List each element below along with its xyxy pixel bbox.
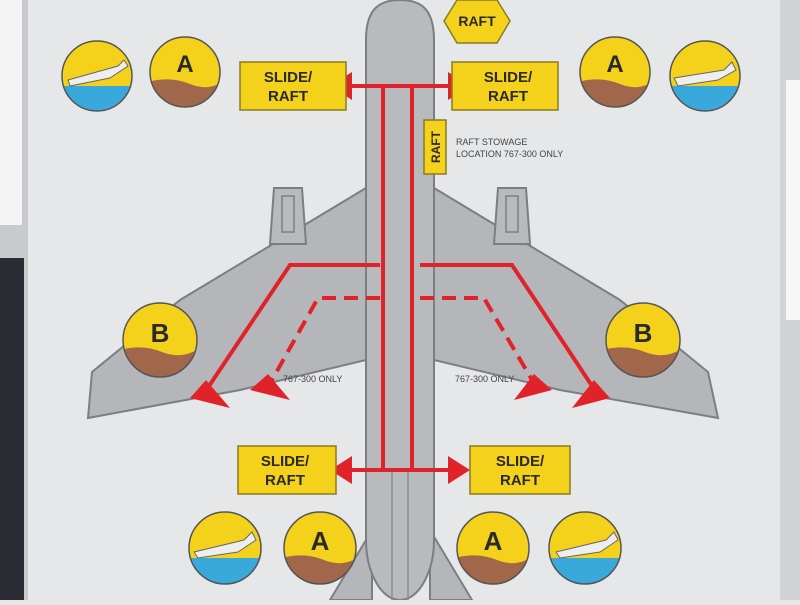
left-overwing-route [201,263,380,397]
badge-a-letter: A [311,526,330,556]
slide-label: SLIDE/ [496,453,545,470]
raft-stowage-box-label: RAFT [429,130,443,163]
left-engine-inlet [281,195,295,233]
badge-a-letter: A [176,51,193,78]
slide-label: SLIDE/ [264,69,313,86]
land-badge-b-left: B [122,302,198,378]
raft-hexagon-label: RAFT [458,13,496,29]
slide-raft-sign-aft-left: SLIDE/ RAFT [237,445,337,495]
arrow-left-wing [190,380,230,408]
right-overwing-route [420,263,600,397]
raft-stowage-note-line1: RAFT STOWAGE [456,137,527,147]
badge-b-letter: B [634,318,653,348]
slide-label: SLIDE/ [484,69,533,86]
evacuation-routes [201,84,600,472]
land-badge-b-right: B [605,302,681,378]
right-engine-inlet [505,195,519,233]
left-panel-dark [0,258,24,600]
right-panel [786,80,800,320]
raft-hexagon-sign [443,0,511,44]
slide-label: SLIDE/ [261,453,310,470]
raft-label: RAFT [268,88,308,105]
raft-label: RAFT [500,472,540,489]
left-panel-top [0,0,22,225]
note-767-300-only-right: 767-300 ONLY [455,374,514,384]
airplane-on-water-icon [188,511,262,585]
note-767-300-only-left: 767-300 ONLY [283,374,342,384]
raft-label: RAFT [488,88,528,105]
left-engine [268,187,308,245]
right-engine [492,187,532,245]
badge-a-letter: A [606,51,623,78]
arrow-right-wing [572,380,610,408]
slide-raft-sign-forward-right: SLIDE/ RAFT [451,61,559,111]
slide-raft-sign-aft-right: SLIDE/ RAFT [469,445,571,495]
badge-b-letter: B [151,318,170,348]
slide-raft-sign-forward-left: SLIDE/ RAFT [239,61,347,111]
raft-stowage-box [423,119,447,175]
arrow-left-wing-767 [250,374,290,400]
raft-label: RAFT [265,472,305,489]
raft-stowage-note-line2: LOCATION 767-300 ONLY [456,149,563,159]
badge-a-letter: A [484,526,503,556]
arrow-aft-left [330,456,352,484]
airplane-on-water-icon [61,40,133,112]
arrow-aft-right [448,456,470,484]
arrow-right-wing-767 [514,374,552,400]
